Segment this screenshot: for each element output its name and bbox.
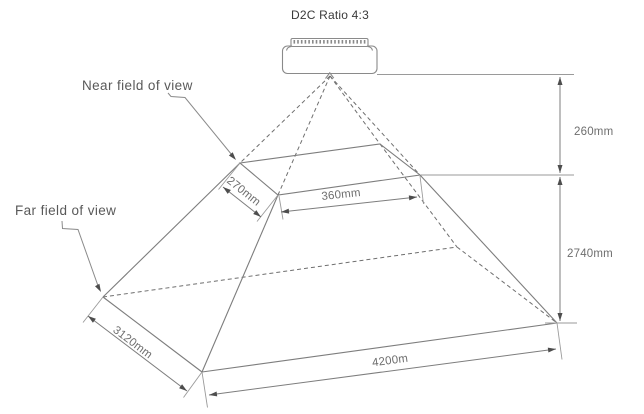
dim-label-360: 360mm <box>321 187 361 203</box>
far-label-leader <box>61 220 100 291</box>
arrow-360-left <box>281 208 290 214</box>
camera-right-shoulder <box>367 45 374 51</box>
ext-3120-b <box>183 371 203 398</box>
arrowheads <box>88 77 563 397</box>
dim-line-3120 <box>87 315 188 392</box>
far-field-label: Far field of view <box>15 203 116 218</box>
camera-device <box>281 37 378 79</box>
sight-line-near-right <box>329 75 421 176</box>
ext-3120-a <box>82 296 104 323</box>
arrow-far-leader <box>95 283 101 292</box>
arrow-4200-right <box>547 347 556 353</box>
arrow-4200-left <box>209 391 218 397</box>
diagram-title: D2C Ratio 4:3 <box>291 8 369 22</box>
sight-line-near-back <box>329 75 381 145</box>
ext-270-a <box>218 162 241 190</box>
dim-label-2740: 2740mm <box>567 248 613 260</box>
dim-line-270 <box>222 186 262 218</box>
arrow-260-top <box>557 77 563 85</box>
sight-line-near-front <box>277 75 331 196</box>
frustum-left-edge <box>102 162 241 298</box>
frustum-right-edge <box>419 174 558 324</box>
hidden-dashed-lines <box>102 75 558 324</box>
dim-label-260: 260mm <box>574 126 613 138</box>
dim-line-360 <box>280 196 418 213</box>
dimension-lines <box>87 77 561 396</box>
ext-4200-a <box>201 371 208 408</box>
camera-lens-apex-mark <box>325 71 335 79</box>
camera-top-strip <box>290 37 369 48</box>
arrow-270-lower <box>253 210 261 217</box>
far-plane-back-left-edge <box>102 246 458 298</box>
far-plane-back-right-edge <box>456 246 558 324</box>
arrow-3120-upper <box>88 316 96 323</box>
near-plane-outline <box>238 143 422 196</box>
ext-360-b <box>419 175 424 205</box>
arrow-270-upper <box>223 187 231 194</box>
camera-left-shoulder <box>285 45 292 51</box>
frustum-front-edge <box>201 194 279 373</box>
dim-label-4200: 4200m <box>371 353 408 370</box>
camera-body <box>281 45 378 75</box>
leader-lines <box>61 92 235 291</box>
ext-4200-b <box>556 322 563 360</box>
dim-line-4200 <box>208 348 557 396</box>
extension-lines <box>82 74 577 408</box>
frustum-back-edge <box>379 143 458 248</box>
sight-line-near-left <box>239 75 331 164</box>
far-plane-front-left-edge <box>102 296 203 373</box>
ext-360-a <box>278 195 284 220</box>
arrow-360-right <box>408 195 417 201</box>
arrow-2740-top <box>557 177 563 185</box>
far-plane-front-right-edge <box>201 322 558 373</box>
near-label-leader <box>167 92 235 158</box>
frustum-solid-lines <box>102 143 558 373</box>
near-field-label: Near field of view <box>82 78 193 93</box>
arrow-2740-bottom <box>557 313 563 321</box>
arrow-260-bottom <box>557 165 563 173</box>
arrow-near-leader <box>228 152 236 160</box>
arrow-3120-lower <box>179 384 187 391</box>
dim-label-3120: 3120mm <box>110 324 154 361</box>
